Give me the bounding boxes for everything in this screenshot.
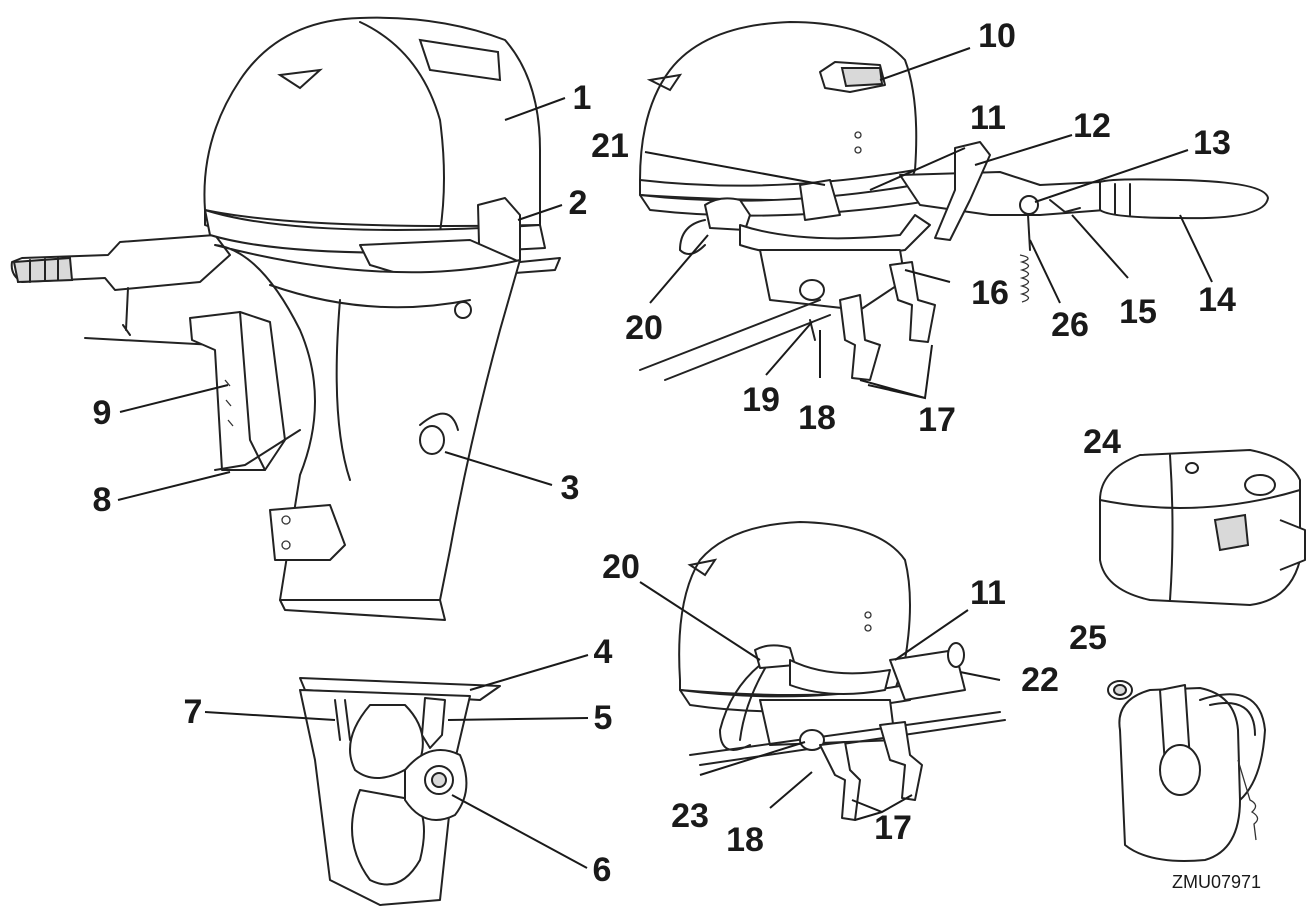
callout-11-bottom: 11 (970, 574, 1006, 612)
fuel-tank-cap (1244, 474, 1276, 496)
trim-tab (421, 697, 446, 749)
propeller-blade-top (349, 704, 424, 779)
callout-5: 5 (593, 699, 613, 737)
fuel-tank (1099, 449, 1306, 606)
remote-cables-loop (1199, 693, 1267, 801)
swivel-bracket (269, 504, 346, 561)
throttle-grip (1099, 178, 1269, 220)
callout-21: 21 (591, 127, 629, 165)
callout-18-bottom: 18 (726, 821, 764, 859)
remote-control-box (1107, 680, 1267, 862)
callout-10: 10 (978, 17, 1016, 55)
detail-cowling-top (639, 21, 918, 201)
callout-14: 14 (1198, 281, 1236, 319)
callout-12: 12 (1073, 107, 1111, 145)
leader-lines (117, 47, 1213, 869)
callout-1: 1 (572, 79, 592, 117)
fuel-tank-body (1099, 449, 1301, 606)
callout-4: 4 (593, 633, 613, 671)
figure-code: ZMU07971 (1172, 872, 1262, 892)
tiller-detail-view (639, 21, 1269, 381)
tiller-grip (12, 256, 74, 284)
main-outboard-motor (10, 16, 561, 906)
callout-25: 25 (1069, 619, 1107, 657)
remote-control-detail-view (678, 521, 1006, 821)
clamp-screw-right (889, 261, 936, 343)
flushing-port (419, 425, 445, 455)
callout-18-top: 18 (798, 399, 836, 437)
shaft-housing (214, 244, 521, 601)
callout-22: 22 (1021, 661, 1059, 699)
callout-20-bottom: 20 (602, 548, 640, 586)
callout-19: 19 (742, 381, 780, 419)
lanyard (1027, 214, 1031, 251)
transom-line (84, 337, 216, 346)
remote-cable-junction (889, 649, 966, 701)
callout-15: 15 (1119, 293, 1157, 331)
propeller-blade-bottom (351, 789, 425, 886)
callout-6: 6 (592, 851, 612, 889)
clamp-screw (214, 429, 301, 471)
choke-knob (1049, 199, 1081, 214)
detail2-clamp-left (819, 741, 861, 821)
fuel-tank-handle (1279, 519, 1306, 571)
propeller-nut (431, 772, 448, 788)
callout-11: 11 (970, 99, 1006, 137)
callout-17-top: 17 (918, 401, 956, 439)
shift-lever (934, 141, 991, 241)
callout-2: 2 (568, 184, 588, 222)
fuel-gauge (1213, 513, 1250, 552)
stop-switch (1019, 195, 1039, 215)
callout-7: 7 (183, 693, 203, 731)
lanyard-coil (1019, 254, 1030, 303)
tilt-pin (799, 279, 825, 301)
fuel-connector (704, 197, 751, 231)
detail2-clamp-right (879, 721, 923, 801)
callout-24: 24 (1083, 423, 1121, 461)
callout-3: 3 (560, 469, 580, 507)
clamp-screw-left (839, 294, 881, 381)
callout-17-bottom: 17 (874, 809, 912, 847)
callout-8: 8 (92, 481, 112, 519)
callout-23: 23 (671, 797, 709, 835)
callout-16: 16 (971, 274, 1009, 312)
callout-26: 26 (1051, 306, 1089, 344)
callout-13: 13 (1193, 124, 1231, 162)
callout-9: 9 (92, 394, 112, 432)
detail-bracket (759, 249, 906, 311)
remote-lanyard (1237, 759, 1259, 841)
callout-20-top: 20 (625, 309, 663, 347)
